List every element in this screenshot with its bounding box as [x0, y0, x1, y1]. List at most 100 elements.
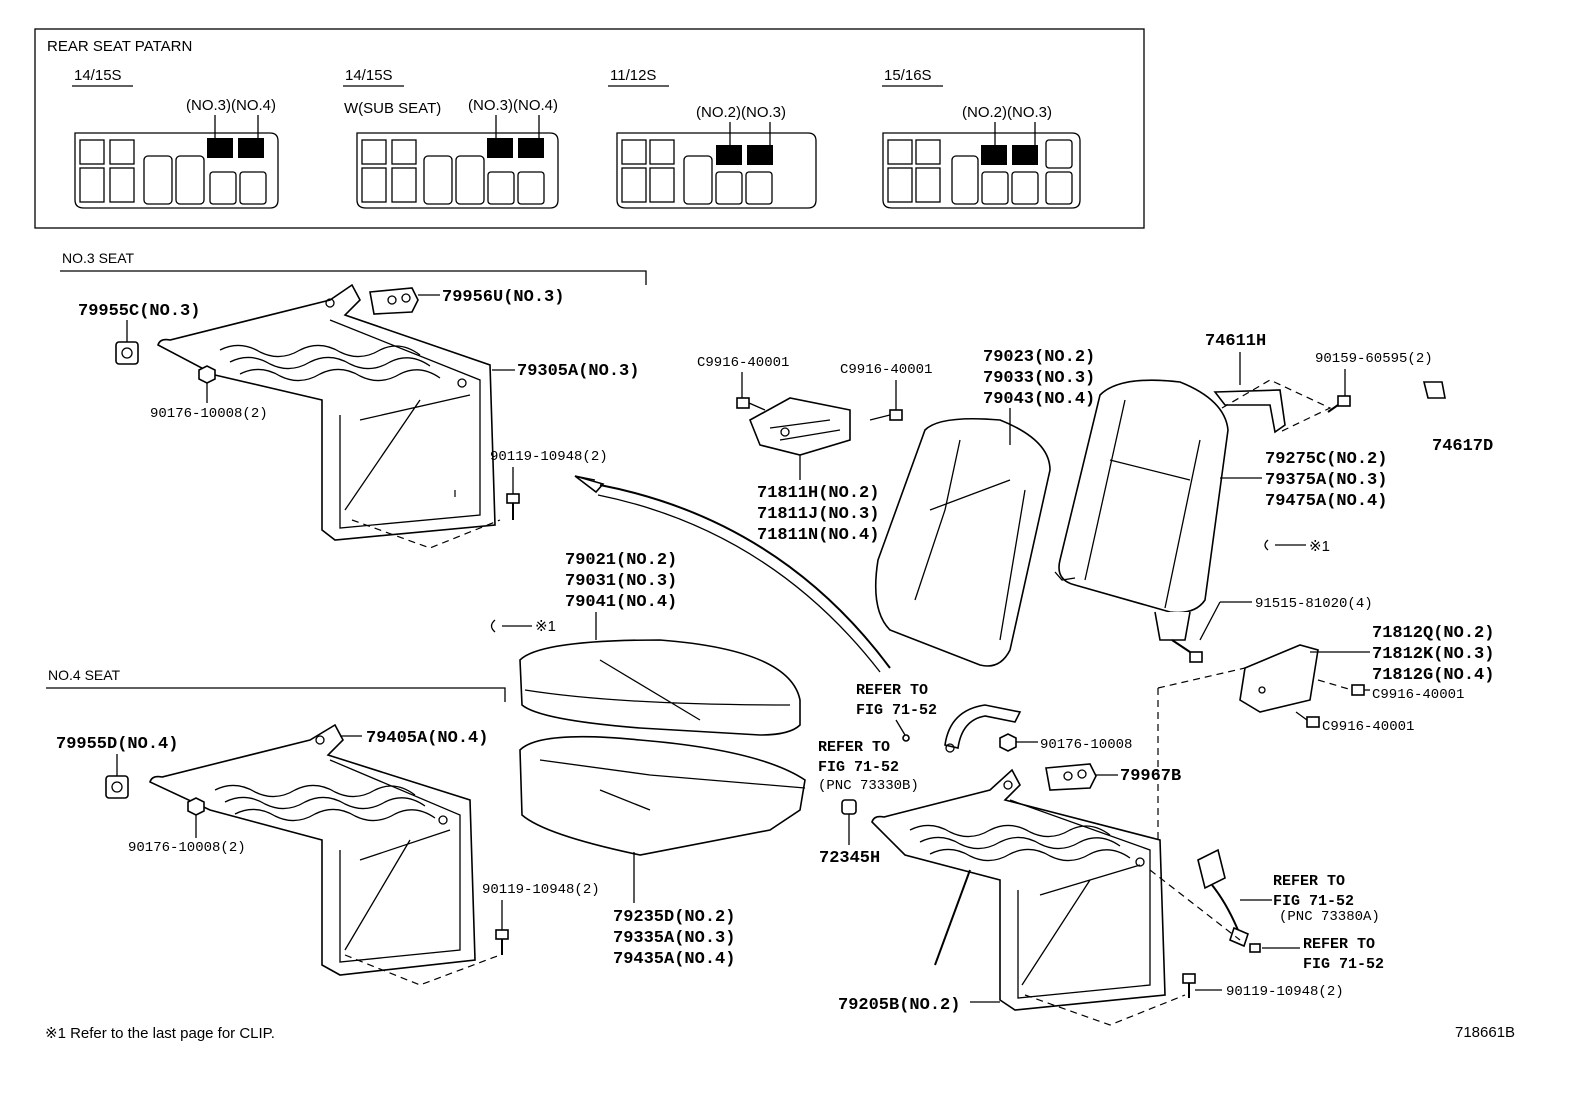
- cap-72345h: [841, 799, 857, 815]
- clip-fig71-52: [902, 734, 910, 742]
- label-79955c: 79955C(NO.3): [78, 302, 200, 321]
- label-79021-no2: 79021(NO.2): [565, 551, 677, 570]
- bolt-90119-b: [495, 929, 509, 955]
- bracket-79955c: [115, 341, 139, 365]
- label-79033-no3: 79033(NO.3): [983, 369, 1095, 388]
- pattern-box-frame: [34, 28, 1145, 229]
- label-79023-no2: 79023(NO.2): [983, 348, 1095, 367]
- bolt-90119-c: [1182, 973, 1196, 998]
- nut-90176-c: [187, 797, 205, 816]
- label-71812k-no3: 71812K(NO.3): [1372, 645, 1494, 664]
- seat-frame-no4: [149, 723, 476, 976]
- pattern-group-markers: (NO.2)(NO.3): [696, 104, 786, 121]
- seat-marker-no3: [747, 145, 773, 165]
- no4-seat-section: NO.4 SEAT 79955D(NO.4) 79405A(NO.4) 9017…: [46, 667, 600, 986]
- label-74617d: 74617D: [1432, 437, 1493, 456]
- bolt-fig71-52: [1249, 943, 1261, 953]
- label-90119-10948-c: 90119-10948(2): [1226, 984, 1344, 1000]
- pattern-box-title: REAR SEAT PATARN: [47, 38, 192, 55]
- refer-2-line3: (PNC 73330B): [818, 778, 919, 794]
- no3-seat-heading: NO.3 SEAT: [62, 250, 135, 266]
- rear-seat-pattern-box: REAR SEAT PATARN 14/15S (NO.3)(NO.4) 14/…: [34, 28, 1145, 229]
- cover-79967b: [1045, 763, 1097, 791]
- pattern-group-4: 15/16S (NO.2)(NO.3): [882, 67, 1081, 209]
- pattern-group-sub: W(SUB SEAT): [344, 100, 441, 117]
- label-71811-no4: 71811N(NO.4): [757, 526, 879, 545]
- seat-marker-no3: [1012, 145, 1038, 165]
- pattern-group-name: 11/12S: [610, 67, 656, 84]
- label-71811-no2: 71811H(NO.2): [757, 484, 879, 503]
- label-79335a-no3: 79335A(NO.3): [613, 929, 735, 948]
- seat-marker-no4: [518, 138, 544, 158]
- label-74611h: 74611H: [1205, 332, 1266, 351]
- refer-4-line1: REFER TO: [1303, 936, 1375, 953]
- label-79275c-no2: 79275C(NO.2): [1265, 450, 1387, 469]
- clip-ref-1: ※1: [1264, 538, 1330, 555]
- nut-90176-b: [999, 733, 1017, 752]
- refer-2-line1: REFER TO: [818, 739, 890, 756]
- seat-marker-no3: [487, 138, 513, 158]
- pattern-group-1: 14/15S (NO.3)(NO.4): [72, 67, 279, 209]
- label-79235d-no2: 79235D(NO.2): [613, 908, 735, 927]
- belt-guide-73330b: [944, 704, 1022, 753]
- label-90119-10948-b: 90119-10948(2): [482, 882, 600, 898]
- label-90176-10008-a: 90176-10008(2): [150, 406, 268, 422]
- refer-3-line2: FIG 71-52: [1273, 893, 1354, 910]
- seat-marker-no3: [207, 138, 233, 158]
- seat-marker-no2: [981, 145, 1007, 165]
- label-79205b: 79205B(NO.2): [838, 996, 960, 1015]
- no3-seat-section: NO.3 SEAT 79955C(NO.3) 799: [60, 250, 647, 549]
- bracket-74611h: [1213, 389, 1286, 434]
- bolt-91515: [1171, 639, 1203, 663]
- clip-ref-mark-2: ※1: [535, 618, 556, 635]
- bracket-79955d: [105, 775, 129, 799]
- label-c9916-40001-3: C9916-40001: [1372, 687, 1464, 703]
- pattern-group-markers: (NO.3)(NO.4): [186, 97, 276, 114]
- label-79955d: 79955D(NO.4): [56, 735, 178, 754]
- label-90159-60595: 90159-60595(2): [1315, 351, 1433, 367]
- refer-4-line2: FIG 71-52: [1303, 956, 1384, 973]
- label-90119-10948-a: 90119-10948(2): [490, 449, 608, 465]
- pattern-group-3: 11/12S (NO.2)(NO.3): [608, 67, 817, 209]
- clip-ref-mark-1: ※1: [1309, 538, 1330, 555]
- seat-marker-no2: [716, 145, 742, 165]
- label-79475a-no4: 79475A(NO.4): [1265, 492, 1387, 511]
- pattern-group-name: 14/15S: [74, 67, 122, 84]
- clip-ref-2: ※1: [490, 618, 556, 635]
- label-c9916-40001-2: C9916-40001: [840, 362, 932, 378]
- nut-90176-a: [198, 365, 216, 384]
- label-71811-no3: 71811J(NO.3): [757, 505, 879, 524]
- seat-frame-no3: [157, 283, 496, 541]
- refer-1-line1: REFER TO: [856, 682, 928, 699]
- side-cover-71812: [1239, 644, 1319, 713]
- seatback-pad: [874, 417, 1051, 667]
- label-79305a: 79305A(NO.3): [517, 362, 639, 381]
- seatback-cover-79275c: [1058, 379, 1229, 614]
- pattern-group-markers: (NO.2)(NO.3): [962, 104, 1052, 121]
- seatback-pad-79023: [874, 417, 1051, 667]
- pattern-group-name: 15/16S: [884, 67, 932, 84]
- refer-3-line3: (PNC 73380A): [1279, 909, 1380, 925]
- cover-79956u: [369, 287, 419, 315]
- buckle-73380a: [1197, 848, 1249, 948]
- seat-frame-no2: [871, 768, 1166, 1011]
- bolt-90159: [1327, 395, 1351, 413]
- label-79405a: 79405A(NO.4): [366, 729, 488, 748]
- refer-3-line1: REFER TO: [1273, 873, 1345, 890]
- pattern-group-name: 14/15S: [345, 67, 393, 84]
- label-71812g-no4: 71812G(NO.4): [1372, 666, 1494, 685]
- label-90176-10008-b: 90176-10008: [1040, 737, 1132, 753]
- pattern-group-markers: (NO.3)(NO.4): [468, 97, 558, 114]
- hinge-cover-group: C9916-40001 C9916-40001 71811H(NO.2) 718…: [697, 355, 932, 545]
- label-c9916-40001-4: C9916-40001: [1322, 719, 1414, 735]
- clip-74617d: [1422, 381, 1446, 399]
- label-91515-81020: 91515-81020(4): [1255, 596, 1373, 612]
- label-79043-no4: 79043(NO.4): [983, 390, 1095, 409]
- screw-c9916-3: [1351, 684, 1370, 696]
- label-c9916-40001-1: C9916-40001: [697, 355, 789, 371]
- seat-cushion-pad: [519, 735, 806, 856]
- label-79375a-no3: 79375A(NO.3): [1265, 471, 1387, 490]
- screw-c9916-2: [869, 409, 903, 421]
- seat-cushion-cover: [519, 639, 801, 736]
